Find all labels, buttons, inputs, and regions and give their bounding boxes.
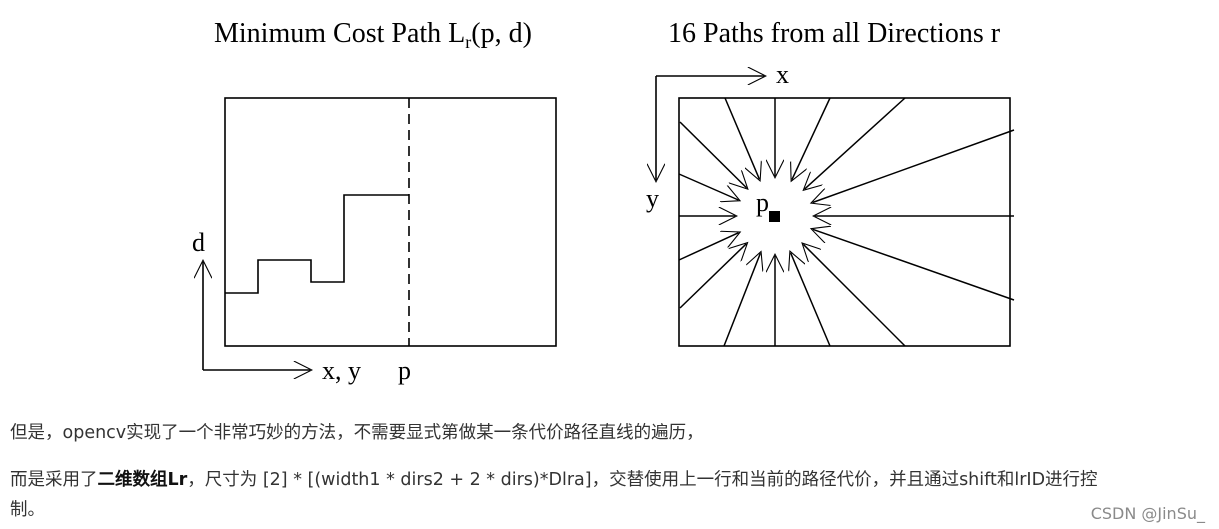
right-p-label: p xyxy=(756,188,769,217)
paragraph-2: 而是采用了二维数组Lr，尺寸为 [2] * [(width1 * dirs2 +… xyxy=(10,465,1215,525)
right-figure-title: 16 Paths from all Directions r xyxy=(668,18,1001,49)
d-axis-label: d xyxy=(192,228,205,257)
direction-path-arrow xyxy=(678,233,739,261)
left-cost-box xyxy=(224,97,557,347)
direction-path-arrow xyxy=(803,244,906,347)
csdn-watermark: CSDN @JinSu_ xyxy=(1090,504,1205,523)
direction-path-arrow xyxy=(679,121,747,188)
paragraph-2-start: 而是采用了 xyxy=(10,470,98,490)
y-axis-label: y xyxy=(646,184,659,213)
direction-path-arrow xyxy=(805,97,906,189)
direction-path-arrow xyxy=(813,229,1015,301)
direction-path-arrow xyxy=(678,173,738,200)
min-cost-path xyxy=(225,194,409,294)
right-paths-box xyxy=(678,97,1011,347)
left-title-subscript: r xyxy=(465,32,472,52)
left-title-tail: (p, d) xyxy=(471,18,532,49)
xy-axis-label: x, y xyxy=(322,356,361,385)
left-p-label: p xyxy=(398,356,411,385)
paragraph-2-end: 制。 xyxy=(10,500,45,520)
x-axis-label: x xyxy=(776,60,789,89)
left-title-main: Minimum Cost Path L xyxy=(214,18,466,49)
direction-paths xyxy=(678,97,1015,347)
center-pixel-p xyxy=(769,211,780,222)
direction-path-arrow xyxy=(792,97,831,180)
direction-path-arrow xyxy=(723,253,760,347)
figures-canvas xyxy=(0,0,1015,400)
direction-path-arrow xyxy=(791,253,831,347)
direction-path-arrow xyxy=(679,244,746,309)
direction-path-arrow xyxy=(724,97,759,179)
paragraph-2-rest: ，尺寸为 [2] * [(width1 * dirs2 + 2 * dirs)*… xyxy=(187,470,1098,490)
paragraph-2-bold: 二维数组Lr xyxy=(97,470,188,490)
left-figure-title: Minimum Cost Path Lr(p, d) xyxy=(214,18,532,53)
direction-path-arrow xyxy=(813,129,1015,203)
paragraph-1: 但是，opencv实现了一个非常巧妙的方法，不需要显式第做某一条代价路径直线的遍… xyxy=(10,423,704,443)
